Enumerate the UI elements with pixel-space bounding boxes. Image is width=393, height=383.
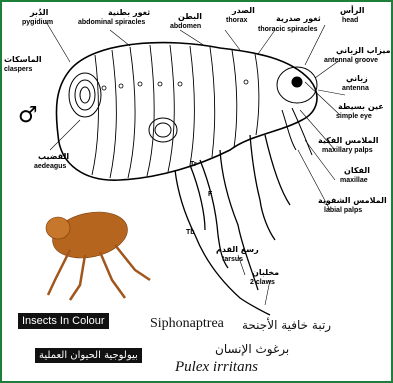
labial-palps-label-en: labial palps — [324, 206, 362, 215]
pygidium-label-ar: الدُبر — [30, 8, 48, 17]
claws-label-en: 2 claws — [250, 278, 275, 287]
leg-label-tr: Tr — [190, 160, 197, 169]
male-symbol: ♂ — [18, 105, 38, 127]
species-caption-ar: برغوث الإنسان — [215, 342, 289, 356]
simple-eye-label-ar: عين بسيطة — [338, 102, 384, 111]
maxillae-label-ar: الفكان — [344, 166, 370, 175]
simple-eye-label-en: simple eye — [336, 112, 372, 121]
antenna-label-ar: زباني — [346, 74, 368, 83]
abdomen-label-ar: البطن — [178, 12, 202, 21]
leg-label-tb: Tb — [186, 228, 195, 237]
antenna-label-en: antenna — [342, 84, 369, 93]
head-label-ar: الرأس — [340, 6, 365, 15]
claws-label-ar: مخلبان — [252, 268, 279, 277]
antennal-groove-label-en: antennal groove — [324, 56, 378, 65]
abdominal-spiracles-label-ar: ثغور بطنية — [108, 8, 150, 17]
zoology-badge: بيولوجية الحيوان العملية — [35, 348, 142, 363]
order-caption-ar: رتبة خافية الأجنحة — [242, 318, 331, 332]
aedeagus-label-en: aedeagus — [34, 162, 66, 171]
leg-label-f: F — [208, 190, 212, 199]
order-caption-en: Siphonaptrea — [150, 316, 224, 332]
thorax-label-ar: الصدر — [232, 6, 255, 15]
maxillae-label-en: maxillae — [340, 176, 368, 185]
abdominal-spiracles-label-en: abdominal spiracles — [78, 18, 145, 27]
flea-photo — [46, 206, 150, 300]
maxillary-palps-label-en: maxillary palps — [322, 146, 373, 155]
spiracles — [102, 80, 248, 90]
head-label-en: head — [342, 16, 358, 25]
aedeagus-coil — [69, 73, 177, 142]
insects-in-colour-badge: Insects In Colour — [18, 313, 109, 329]
body-segments — [92, 45, 259, 178]
maxillary-palps-label-ar: الملامس الفكية — [318, 136, 379, 145]
thoracic-spiracles-label-en: thoracic spiracles — [258, 25, 318, 34]
tarsus-label-en: tarsus — [222, 255, 243, 264]
labial-palps-label-ar: الملامس الشفوية — [318, 196, 387, 205]
antennal-groove-label-ar: ميزاب الزباني — [336, 46, 391, 55]
thoracic-spiracles-label-ar: ثغور صدرية — [276, 14, 321, 23]
species-caption-en: Pulex irritans — [175, 359, 258, 376]
claspers-label-ar: الماسكات — [4, 55, 42, 64]
pygidium-label-en: pygidium — [22, 18, 53, 27]
tarsus-label-ar: رسغ القدم — [216, 245, 259, 254]
thorax-label-en: thorax — [226, 16, 247, 25]
abdomen-label-en: abdomen — [170, 22, 201, 31]
claspers-label-en: claspers — [4, 65, 32, 74]
aedeagus-label-ar: القضيب — [38, 152, 69, 161]
